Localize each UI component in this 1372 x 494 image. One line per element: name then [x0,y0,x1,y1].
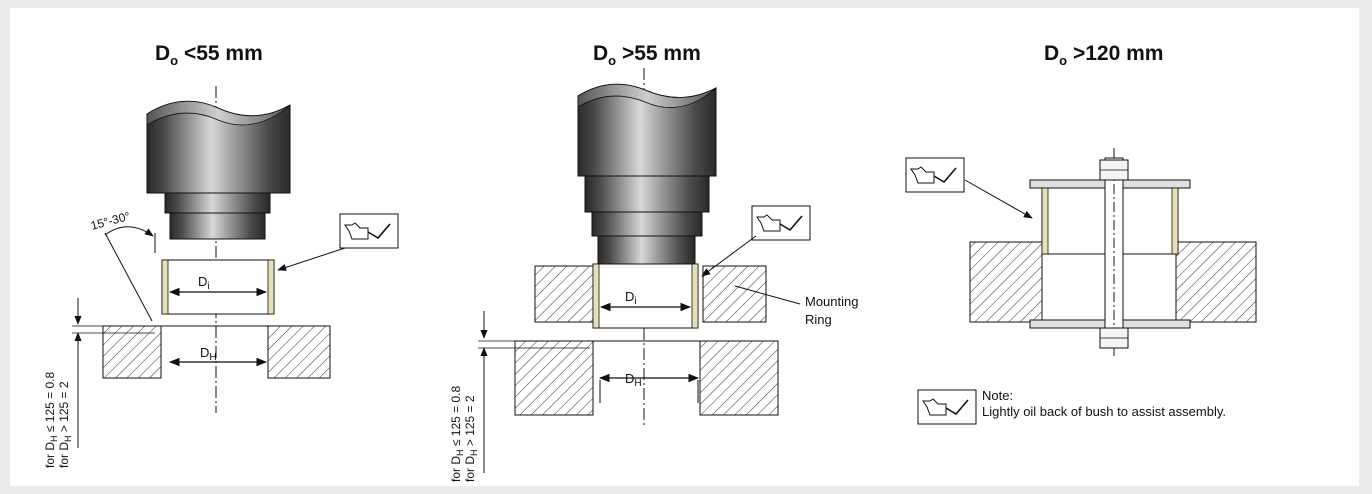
di-label: Di [625,289,637,307]
mandrel [577,83,717,265]
angle-label: 15°-30° [89,209,132,233]
mounting-ring [534,265,599,323]
note-text: Lightly oil back of bush to assist assem… [982,404,1226,419]
oil-can-icon [917,389,977,425]
diagram-panel: Do <55 mm Di 15°-30° [10,8,1359,486]
title-middle: Do >55 mm [593,42,701,68]
bolt [1099,148,1129,358]
mounting-ring-label-2: Ring [805,312,832,327]
chamfer-line [104,232,153,322]
mounting-ring-label: Mounting [805,294,858,309]
clearance-note-2: for DH > 125 = 2 [57,381,73,468]
oil-can-icon [339,213,399,249]
di-label: Di [198,274,210,292]
title-right: Do >120 mm [1044,42,1163,68]
housing-left [969,241,1043,323]
note: Note: Lightly oil back of bush to assist… [917,388,1226,425]
housing: DH [514,340,779,416]
note-title: Note: [982,388,1013,403]
bush: Di [161,259,275,315]
clearance-note-1: for DH ≤ 125 = 0.8 [43,372,59,468]
title-left: Do <55 mm [155,42,263,68]
housing: DH [102,325,331,379]
diagram-medium-bush: Do >55 mm Di Mounting Ring [449,42,858,482]
housing-right [1175,241,1257,323]
oil-can-icon [751,205,811,241]
dh-label: DH [200,345,217,363]
diagram-small-bush: Do <55 mm Di 15°-30° [43,42,399,468]
mandrel [146,100,291,240]
dh-label: DH [625,371,642,389]
bush: Di [592,263,699,329]
diagram-large-bush: Do >120 mm Note: [905,42,1257,425]
clearance-note-1: for DH ≤ 125 = 0.8 [449,386,465,482]
clearance-note-2: for DH > 125 = 2 [463,395,479,482]
oil-can-icon [905,157,965,193]
installation-diagram: Do <55 mm Di 15°-30° [43,42,1257,482]
